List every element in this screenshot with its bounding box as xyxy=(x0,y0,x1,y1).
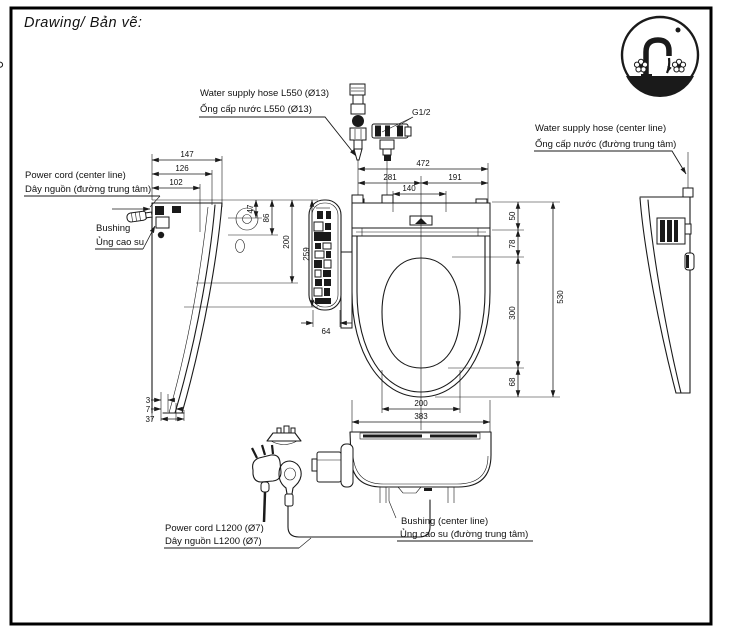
dim-281: 281 xyxy=(383,173,397,182)
water-hose-center-vi: Ống cấp nước (đường trung tâm) xyxy=(535,138,676,150)
flower-icon-right xyxy=(671,58,687,73)
mounting-bracket-icon xyxy=(266,425,302,445)
cord-grommet xyxy=(278,460,302,507)
bushing-part xyxy=(126,210,153,223)
dim-147: 147 xyxy=(180,150,194,159)
valve-assembly: G1/2 xyxy=(371,107,431,203)
dim-383: 383 xyxy=(414,412,428,421)
dim-50: 50 xyxy=(508,211,517,220)
dim-259: 259 xyxy=(302,247,311,261)
label-power-cord-center: Power cord (center line) Dây nguồn (đườn… xyxy=(24,170,161,212)
plan-view xyxy=(351,176,491,430)
leader-line xyxy=(534,150,687,175)
power-plug xyxy=(251,444,282,523)
water-hose-assembly xyxy=(349,83,367,203)
label-bushing-center: Bushing (center line) Ủng cao su (đường … xyxy=(388,488,533,542)
label-water-supply-hose-l550: Water supply hose L550 (Ø13) Ống cấp nướ… xyxy=(199,88,357,157)
power-cord-l1200-vi: Dây nguồn L1200 (Ø7) xyxy=(165,536,262,547)
faucet-icon xyxy=(643,37,672,79)
right-side-view xyxy=(639,152,695,394)
bushing-vi: Ủng cao su xyxy=(96,236,144,248)
leader-line xyxy=(199,116,357,157)
water-hose-center-en: Water supply hose (center line) xyxy=(535,123,666,134)
dim-472: 472 xyxy=(416,159,430,168)
label-bushing: Bushing Ủng cao su xyxy=(95,223,156,250)
plan-view-dimensions: 472 281 191 140 50 78 300 68 530 200 383 xyxy=(351,159,565,432)
basin-icon xyxy=(626,76,694,98)
dim-68: 68 xyxy=(508,377,517,386)
bushing-center-vi: Ủng cao su (đường trung tâm) xyxy=(400,528,528,540)
faucet-spout xyxy=(641,74,652,79)
dim-140: 140 xyxy=(402,184,416,193)
power-cord-center-vi: Dây nguồn (đường trung tâm) xyxy=(25,184,151,195)
dim-86: 86 xyxy=(262,213,271,222)
bottom-view xyxy=(287,431,492,538)
flower-icon-left xyxy=(0,58,649,73)
bushing-en: Bushing xyxy=(96,223,130,234)
water-hose-l550-vi: Ống cấp nước L550 (Ø13) xyxy=(200,103,312,115)
label-water-supply-hose-center: Water supply hose (center line) Ống cấp … xyxy=(534,123,687,175)
dim-102: 102 xyxy=(169,178,183,187)
power-cord-center-en: Power cord (center line) xyxy=(25,170,126,181)
power-cord-connector xyxy=(155,206,164,215)
dim-200-side: 200 xyxy=(282,235,291,249)
dim-126: 126 xyxy=(175,164,189,173)
dim-64: 64 xyxy=(322,327,331,336)
bushing-center-en: Bushing (center line) xyxy=(401,516,488,527)
eco-logo xyxy=(0,15,700,98)
side-view xyxy=(126,202,259,414)
dim-300: 300 xyxy=(508,306,517,320)
water-hose-l550-en: Water supply hose L550 (Ø13) xyxy=(200,88,329,99)
dim-78: 78 xyxy=(508,239,517,248)
water-drop-arrow-icon xyxy=(665,57,672,74)
dim-7: 7 xyxy=(146,405,151,414)
dim-191: 191 xyxy=(448,173,462,182)
label-power-cord-l1200: Power cord L1200 (Ø7) Dây nguồn L1200 (Ø… xyxy=(164,523,312,549)
power-cord xyxy=(287,499,431,538)
dim-530: 530 xyxy=(556,290,565,304)
side-view-dimensions: 147 126 102 47 86 200 259 3 7 37 xyxy=(146,150,318,424)
thread-size-label: G1/2 xyxy=(412,107,431,117)
dim-3: 3 xyxy=(146,396,151,405)
power-cord-l1200-en: Power cord L1200 (Ø7) xyxy=(165,523,264,534)
dim-47: 47 xyxy=(246,204,255,213)
dim-37: 37 xyxy=(146,415,155,424)
page-title: Drawing/ Bản vẽ: xyxy=(24,15,142,31)
dim-200-plan: 200 xyxy=(414,399,428,408)
registered-mark-dot xyxy=(675,27,681,33)
frame-border xyxy=(9,6,713,626)
control-panel: 64 xyxy=(301,199,353,336)
